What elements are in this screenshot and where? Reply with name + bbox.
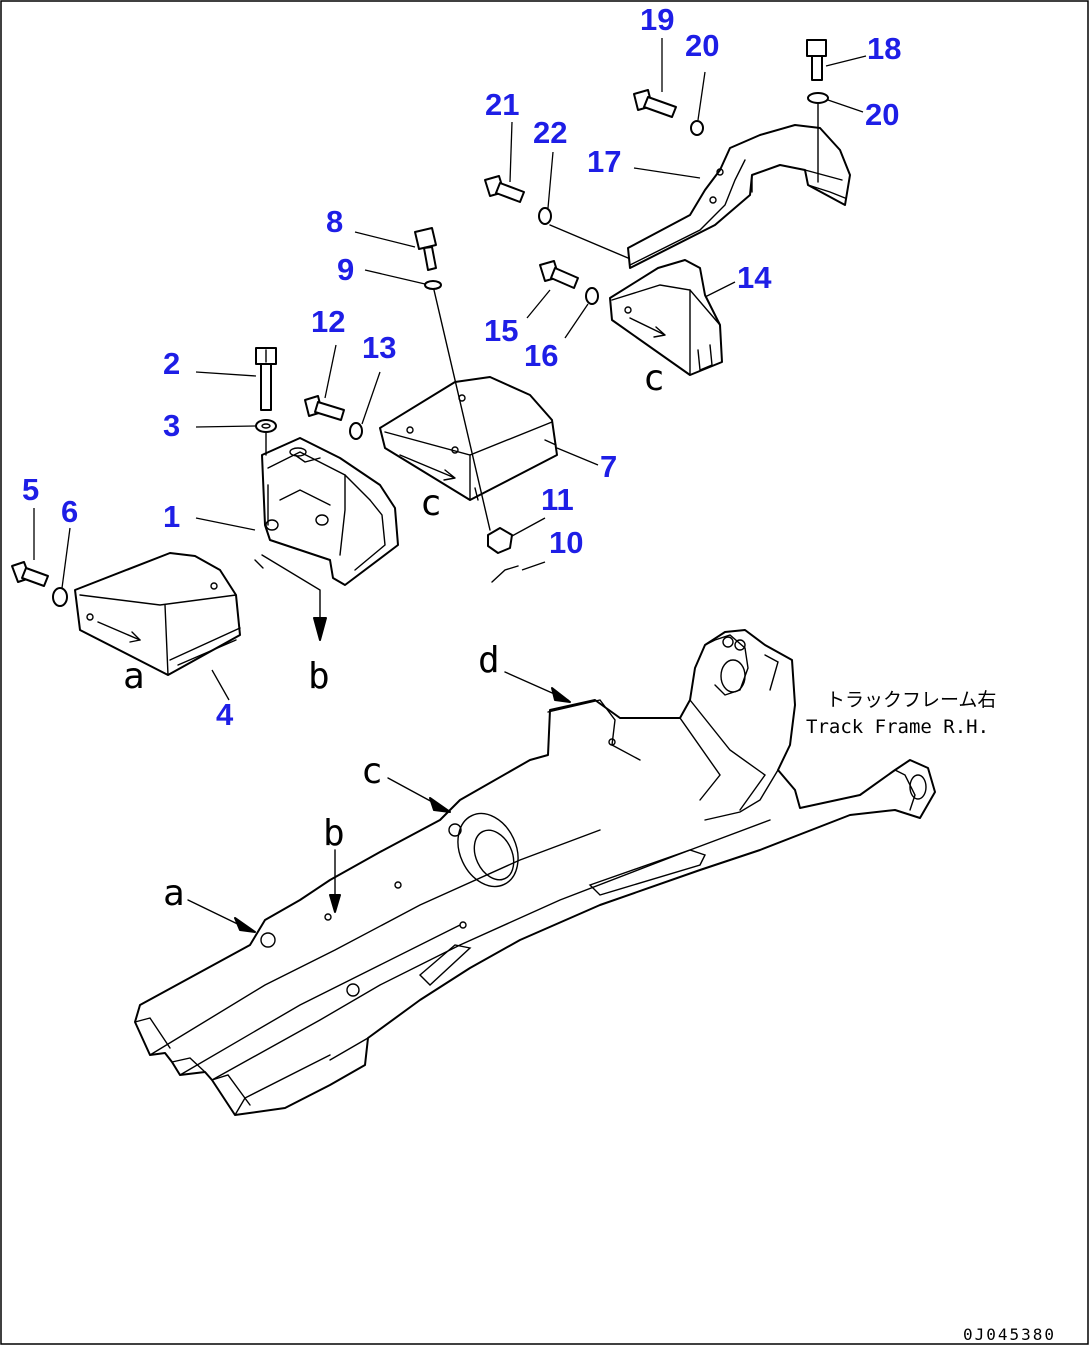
fasteners: [11, 39, 829, 607]
callout-2: 2: [163, 346, 180, 381]
reference-letters: a b c c d c b a: [123, 358, 665, 914]
bolt-21-icon: [484, 175, 525, 203]
pin-10-icon: [491, 565, 519, 583]
frame-label-japanese: トラックフレーム右: [826, 689, 996, 711]
bolt-2-icon: [255, 347, 277, 411]
washer-20-left-icon: [690, 120, 704, 136]
callout-12: 12: [311, 304, 345, 339]
callout-20-right: 20: [865, 97, 899, 132]
part-number-callouts: 1 2 3 4 5 6 7 8 9 10 11 12 13 14 15 16 1…: [22, 2, 901, 732]
bolt-8-icon: [414, 227, 437, 271]
part-14-cover: [609, 259, 723, 376]
bolt-5-icon: [11, 561, 49, 587]
callout-14: 14: [737, 260, 772, 295]
washer-3-icon: [255, 419, 277, 433]
ref-b-part: b: [308, 656, 330, 697]
callout-13: 13: [362, 330, 396, 365]
ref-c-part-7: c: [420, 483, 442, 524]
track-frame: [134, 629, 936, 1116]
callout-4: 4: [216, 697, 234, 732]
callout-8: 8: [326, 204, 343, 239]
part-4-cover: [74, 552, 241, 676]
bolt-19-icon: [633, 89, 677, 118]
callout-20-left: 20: [685, 28, 719, 63]
washer-22-icon: [538, 207, 552, 225]
callout-17: 17: [587, 144, 621, 179]
callout-9: 9: [337, 252, 354, 287]
bolt-18-icon: [806, 39, 827, 81]
callout-21: 21: [485, 87, 519, 122]
callout-11: 11: [541, 482, 574, 517]
bolt-12-icon: [304, 395, 345, 421]
bolt-15-icon: [539, 260, 579, 289]
callout-18: 18: [867, 31, 901, 66]
callout-22: 22: [533, 115, 567, 150]
washer-6-icon: [52, 587, 68, 607]
ref-a-frame: a: [163, 873, 185, 914]
callout-10: 10: [549, 525, 583, 560]
drawing-code: 0J045380: [963, 1325, 1056, 1344]
callout-16: 16: [524, 338, 558, 373]
part-1-bracket: [254, 437, 399, 586]
ref-c-part-14: c: [643, 358, 665, 399]
callout-15: 15: [484, 313, 518, 348]
callout-7: 7: [600, 449, 617, 484]
callout-1: 1: [163, 499, 180, 534]
ref-c-frame: c: [361, 751, 383, 792]
callout-6: 6: [61, 494, 78, 529]
washer-9-icon: [424, 280, 442, 290]
washer-20-right-icon: [807, 92, 829, 104]
ref-d-frame: d: [478, 640, 500, 681]
callout-3: 3: [163, 408, 180, 443]
nut-11-icon: [487, 527, 513, 554]
ref-b-frame: b: [323, 813, 345, 854]
frame-label-english: Track Frame R.H.: [806, 716, 989, 738]
callout-19: 19: [640, 2, 674, 37]
washer-16-icon: [585, 287, 599, 305]
washer-13-icon: [349, 422, 363, 440]
leader-lines: [33, 38, 867, 701]
assembly-lines: [187, 103, 819, 933]
ref-a-part: a: [123, 656, 145, 697]
part-17-cover: [627, 124, 851, 269]
callout-5: 5: [22, 472, 39, 507]
